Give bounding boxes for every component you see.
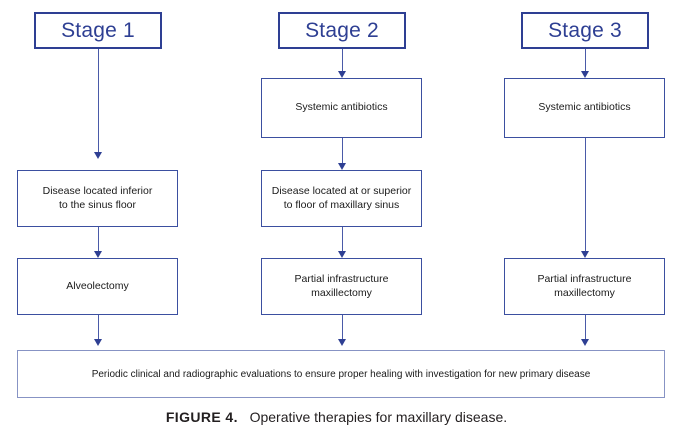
connector-stage1-to-step1 <box>98 49 99 152</box>
arrowhead-c3-step1-to-step2 <box>581 251 589 258</box>
stage-header-box-3: Stage 3 <box>521 12 649 49</box>
stage-header-box-1: Stage 1 <box>34 12 162 49</box>
stage-header-label-1: Stage 1 <box>61 19 135 42</box>
figure-caption-number: FIGURE 4. <box>165 409 238 425</box>
arrowhead-stage1-to-step1 <box>94 152 102 159</box>
process-label-c2-step2-line1: Disease located at or superior <box>271 185 412 198</box>
connector-c3-step2-to-summary <box>585 315 586 339</box>
process-label-c2-step1: Systemic antibiotics <box>295 101 388 114</box>
process-box-c2-step1: Systemic antibiotics <box>261 78 422 138</box>
process-label-c2-step3-line1: Partial infrastructure <box>294 273 389 286</box>
summary-label: Periodic clinical and radiographic evalu… <box>91 368 591 380</box>
process-label-c2-step3-line2: maxillectomy <box>311 286 372 299</box>
connector-stage3-to-step1 <box>585 49 586 71</box>
connector-c2-step2-to-step3 <box>342 227 343 251</box>
connector-c1-step1-to-step2 <box>98 227 99 251</box>
arrowhead-c3-step2-to-summary <box>581 339 589 346</box>
connector-c3-step1-to-step2 <box>585 138 586 251</box>
figure-caption-text: Operative therapies for maxillary diseas… <box>249 409 508 425</box>
figure-caption: FIGURE 4. Operative therapies for maxill… <box>0 409 673 426</box>
process-label-c3-step2-line1: Partial infrastructure <box>537 273 632 286</box>
connector-c1-step2-to-summary <box>98 315 99 339</box>
process-label-c3-step2-line2: maxillectomy <box>554 286 615 299</box>
arrowhead-c2-step2-to-step3 <box>338 251 346 258</box>
process-box-c3-step1: Systemic antibiotics <box>504 78 665 138</box>
connector-c2-step3-to-summary <box>342 315 343 339</box>
arrowhead-c2-step3-to-summary <box>338 339 346 346</box>
process-label-c1-step1-line2: to the sinus floor <box>58 198 137 211</box>
arrowhead-c1-step2-to-summary <box>94 339 102 346</box>
arrowhead-c2-step1-to-step2 <box>338 163 346 170</box>
process-label-c2-step2-line2: to floor of maxillary sinus <box>283 198 400 211</box>
stage-header-label-2: Stage 2 <box>305 19 379 42</box>
arrowhead-c1-step1-to-step2 <box>94 251 102 258</box>
process-label-c1-step1-line1: Disease located inferior <box>42 185 153 198</box>
stage-header-label-3: Stage 3 <box>548 19 622 42</box>
process-label-c1-step2: Alveolectomy <box>66 279 129 292</box>
stage-header-box-2: Stage 2 <box>278 12 406 49</box>
arrowhead-stage3-to-step1 <box>581 71 589 78</box>
process-label-c3-step1: Systemic antibiotics <box>538 101 631 114</box>
process-box-c1-step2: Alveolectomy <box>17 258 178 315</box>
arrowhead-stage2-to-step1 <box>338 71 346 78</box>
connector-stage2-to-step1 <box>342 49 343 71</box>
connector-c2-step1-to-step2 <box>342 138 343 163</box>
summary-box: Periodic clinical and radiographic evalu… <box>17 350 665 398</box>
